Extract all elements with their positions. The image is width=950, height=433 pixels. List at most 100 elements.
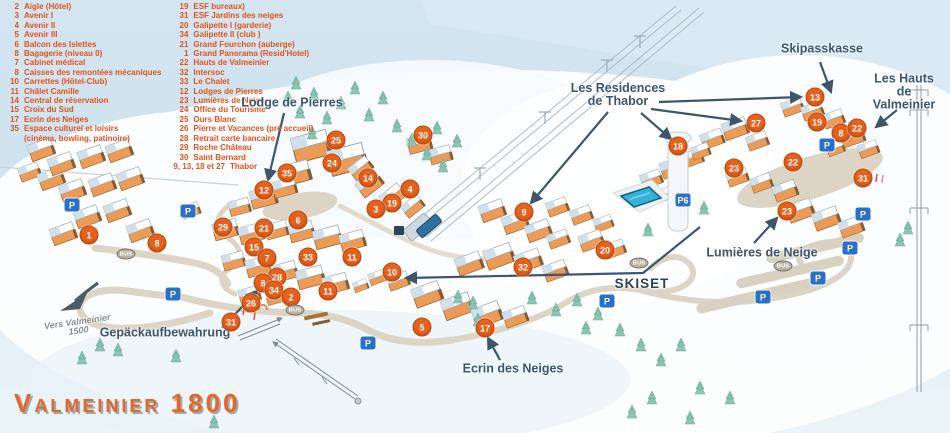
map-marker: 27 [746,113,766,133]
legend-item: 33 Le Chalet [173,77,313,86]
legend-item-label: ESF Jardins des neiges [193,11,284,21]
bus-stop-sign: BUS [285,304,305,316]
legend-item-label: ESF bureaux) [193,2,245,11]
map-marker: 21 [254,218,274,238]
legend-item-number: 14 [10,96,19,106]
parking-sign: P [599,294,615,308]
legend-item: 11 Châlet Camille [4,87,161,96]
legend-item-number: 34 [179,30,189,40]
map-marker: 31 [221,312,241,332]
map-marker: 31 [853,168,873,188]
vers-valmeinier-arrow [60,281,99,311]
legend-item-label: Thabor [230,161,258,171]
legend-item: 10 Carrettes (Hôtel-Club) [4,77,161,86]
map-marker: 25 [326,130,346,150]
legend-item-number: 4 [14,20,19,30]
legend-item: 21 Grand Fourchon (auberge) [173,40,313,49]
legend-item-label: Pierre et Vacances (pré accueil) [193,124,314,134]
legend-item: 17 Ecrin des Neiges [4,115,161,124]
map-label: Ecrin des Neiges [462,361,564,376]
legend-item-label: Carrettes (Hôtel-Club) [24,77,108,87]
legend-item-label: Galipette I (garderie) [193,20,272,30]
parking-sign: P [165,287,181,301]
legend-item-label: Roche Château [193,143,252,153]
legend-item-label: Lumières de Neige [193,96,265,106]
legend-item-number: 9, 13, 18 et 27 [173,161,225,171]
parking-sign: P [855,207,871,221]
map-label: SKISET [614,275,670,291]
map-label: Skipasskasse [780,41,864,56]
legend-item: 5 Avenir III [4,30,161,39]
legend-item: 12 Lodges de Pierres [173,87,313,96]
legend-item-label: Bagagerie (niveau 0) [24,49,103,59]
legend-item-label: Avenir I [24,11,54,21]
legend-item-label: Châlet Camille [24,86,80,96]
legend-item-label: Office du Tourisme [193,105,266,115]
map-marker: 30 [413,125,433,145]
legend-item: 34 Galipette II (club ) [173,30,313,39]
legend-item-label: Grand Fourchon (auberge) [193,39,295,49]
legend-item-label: Saint Bernard [193,152,246,162]
legend-item-label: Intersoc [193,67,225,77]
legend-item-number: 22 [179,58,189,68]
map-marker: 2 [281,287,301,307]
parking-sign: P6 [675,193,691,207]
legend-item: 19 ESF bureaux) [173,2,313,11]
legend-item-number: 25 [179,114,189,124]
legend-item-label: Hauts de Valmeinier [193,58,270,68]
legend-item: 22 Hauts de Valmeinier [173,58,313,67]
map-marker: 22 [783,152,803,172]
legend-item: 23 Lumières de Neige [173,96,313,105]
legend-item-number: 12 [179,86,189,96]
map-marker: 23 [777,201,797,221]
map-marker: 10 [382,262,402,282]
gondola-lift [394,5,705,242]
legend-item-number: 17 [10,114,19,124]
legend-item-number: 1 [183,49,189,59]
legend-item: 35 Espace culturel et loisirs [4,124,161,133]
legend-item: 3 Avenir I [4,11,161,20]
map-marker: 22 [847,118,867,138]
legend-item-label: Grand Panorama (Resid'Hotel) [193,49,310,59]
parking-sign: P [64,198,80,212]
legend-item-number: 15 [10,105,19,115]
map-marker: 3 [366,199,386,219]
legend-item-number: 6 [14,39,19,49]
legend-item: 29 Roche Château [173,143,313,152]
bus-stop-sign: BUS [116,248,136,260]
legend-item-number: 21 [179,39,189,49]
legend-item: 32 Intersoc [173,68,313,77]
legend-column-right: 19 ESF bureaux) 31 ESF Jardins des neige… [173,2,313,171]
legend-item-number: 26 [179,124,189,134]
map-marker: 32 [513,257,533,277]
legend-item-number: 5 [14,30,19,40]
legend-item-number: 11 [10,86,19,96]
parking-sign: P [819,138,835,152]
parking-sign: P [755,290,771,304]
legend-item-label: Le Chalet [193,77,230,87]
legend-item-label: Cabinet médical [24,58,86,68]
bus-stop-sign: BUS [773,260,793,272]
legend-item: 25 Ours Blanc [173,115,313,124]
bench [304,311,331,326]
legend-item-number: 30 [179,152,189,162]
legend-item-label: Croix du Sud [24,105,74,115]
parking-sign: P [842,241,858,255]
legend-item: 31 ESF Jardins des neiges [173,11,313,20]
legend-item: 1 Grand Panorama (Resid'Hotel) [173,49,313,58]
legend-item-number: 35 [10,124,19,134]
legend-item-label: Balcon des Islettes [24,39,97,49]
legend-item-number: 2 [14,2,19,11]
legend-item: 28 Retrait carte bancaire [173,134,313,143]
legend-item-label: Central de réservation [24,96,109,106]
legend-item-label: Ecrin des Neiges [24,114,89,124]
map-marker: 33 [298,247,318,267]
map-marker: 14 [358,168,378,188]
parking-sign: P [360,336,376,350]
map-marker: 19 [807,112,827,132]
map-marker: 24 [322,153,342,173]
map-marker: 23 [724,158,744,178]
trees [76,75,914,429]
map-marker: 4 [400,179,420,199]
legend-item-label: Ours Blanc [193,114,237,124]
